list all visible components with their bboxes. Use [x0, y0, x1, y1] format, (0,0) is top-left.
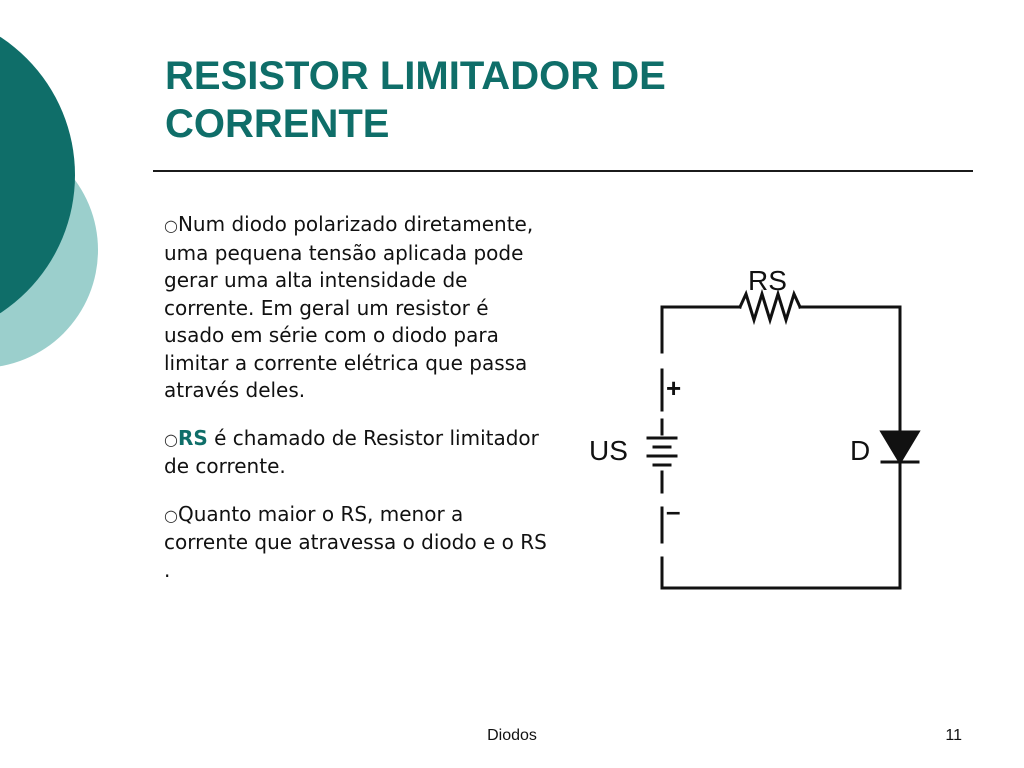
- bullet-text: é chamado de Resistor limitador de corre…: [164, 425, 539, 479]
- bullet-marker: ○: [164, 505, 178, 525]
- diode-label: D: [850, 435, 870, 466]
- source-label: US: [589, 435, 628, 466]
- title-line-2: CORRENTE: [165, 102, 390, 146]
- minus-sign: –: [666, 496, 680, 526]
- bullet-marker: ○: [164, 216, 178, 235]
- title-divider: [153, 170, 973, 172]
- resistor-label: RS: [748, 265, 787, 296]
- bullet-item-1: ○Num diodo polarizado diretamente, uma p…: [164, 211, 549, 405]
- dark-teal-circle: [0, 36, 75, 314]
- bullet-text: Num diodo polarizado diretamente, uma pe…: [164, 212, 534, 402]
- decorative-circles: [0, 36, 98, 367]
- bullet-item-2: ○RS é chamado de Resistor limitador de c…: [164, 425, 549, 481]
- diode-symbol: [879, 430, 921, 465]
- page-number: 11: [945, 727, 962, 744]
- bullet-marker: ○: [164, 429, 178, 449]
- plus-sign: +: [666, 373, 681, 403]
- circuit-diagram: RS US D + –: [589, 265, 921, 590]
- title-line-1: RESISTOR LIMITADOR DE: [165, 54, 666, 98]
- bullet-text: Quanto maior o RS, menor a corrente que …: [164, 501, 547, 582]
- battery-symbol: [646, 436, 678, 467]
- bullet-list: ○Num diodo polarizado diretamente, uma p…: [164, 211, 549, 604]
- bullet-keyword: RS: [177, 425, 208, 450]
- footer-title: Diodos: [487, 727, 537, 744]
- top-wire-left: [660, 305, 742, 334]
- slide-title: RESISTOR LIMITADOR DE CORRENTE: [165, 52, 965, 148]
- bullet-item-3: ○Quanto maior o RS, menor a corrente que…: [164, 501, 549, 585]
- top-wire-right: [798, 305, 902, 434]
- right-bottom-wire: [660, 460, 902, 590]
- resistor-symbol: [738, 288, 802, 326]
